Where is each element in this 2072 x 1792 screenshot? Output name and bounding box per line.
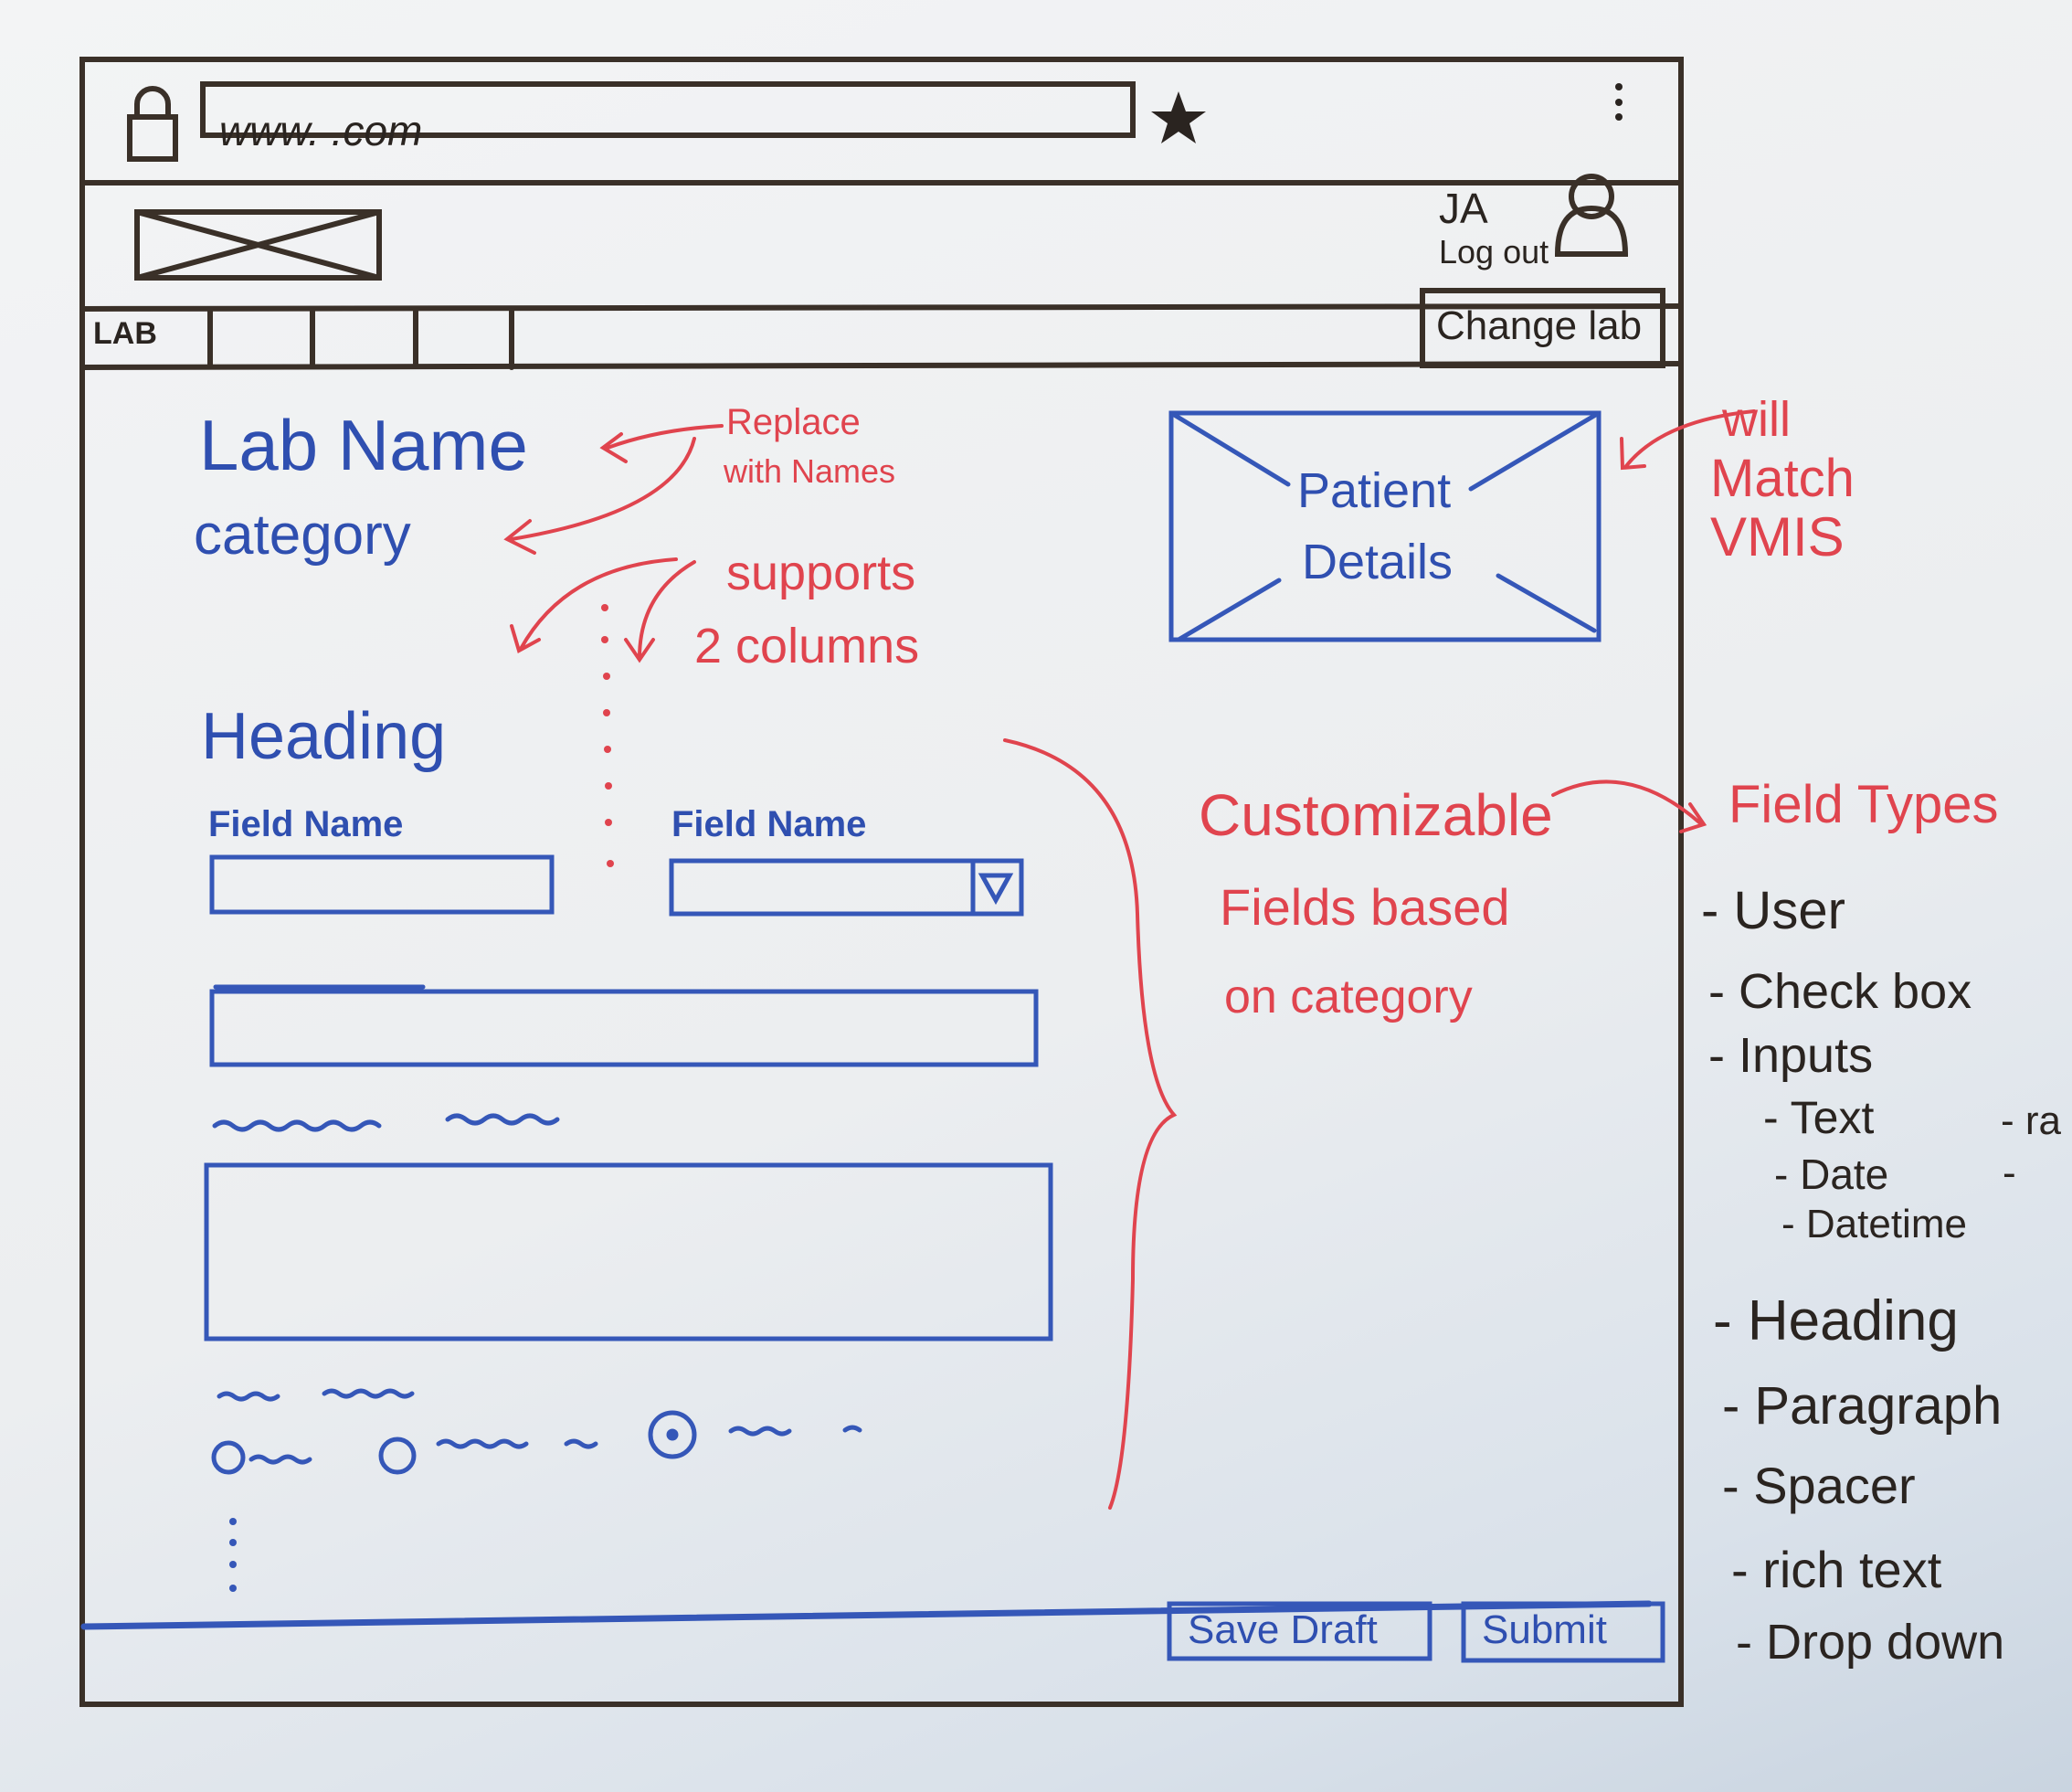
lock-icon bbox=[127, 86, 178, 162]
field-type-checkbox: - Check box bbox=[1708, 964, 1972, 1019]
note-replace-1: Replace bbox=[726, 402, 861, 442]
field-2-label: Field Name bbox=[671, 804, 867, 844]
field-1-label: Field Name bbox=[208, 804, 404, 844]
avatar-icon bbox=[1554, 174, 1629, 257]
radio-1 bbox=[211, 1440, 246, 1475]
field-type-text: - Text bbox=[1763, 1092, 1875, 1143]
note-will: will bbox=[1722, 392, 1791, 447]
tab-lab[interactable]: LAB bbox=[93, 316, 157, 351]
arrow-to-lab-name bbox=[599, 424, 724, 463]
brace bbox=[1003, 738, 1178, 1510]
radio-2 bbox=[378, 1437, 417, 1475]
note-customizable-3: on category bbox=[1224, 970, 1473, 1023]
note-customizable-2: Fields based bbox=[1220, 878, 1510, 936]
text-input-full bbox=[209, 989, 1039, 1067]
note-vmis: VMIS bbox=[1710, 506, 1845, 567]
field-type-spacer: - Spacer bbox=[1722, 1457, 1916, 1514]
save-draft-box bbox=[1167, 1601, 1432, 1661]
field-type-paragraph: - Paragraph bbox=[1722, 1376, 2003, 1436]
lab-name-title: Lab Name bbox=[199, 405, 528, 485]
text-input-1 bbox=[209, 854, 555, 915]
submit-box bbox=[1461, 1601, 1665, 1663]
arrow-to-category bbox=[503, 437, 696, 555]
change-lab-button[interactable]: Change lab bbox=[1436, 303, 1643, 348]
note-supports-2: 2 columns bbox=[694, 619, 920, 673]
field-type-extra-1: - ra bbox=[2001, 1098, 2061, 1143]
logout-link[interactable]: Log out bbox=[1439, 233, 1549, 270]
dropdown-chevron-icon bbox=[978, 873, 1014, 906]
browser-frame bbox=[79, 57, 1684, 1707]
section-heading: Heading bbox=[201, 700, 447, 773]
field-type-heading: - Heading bbox=[1713, 1289, 1959, 1352]
submit-button[interactable]: Submit bbox=[1482, 1607, 1607, 1652]
arrow-will-match bbox=[1620, 409, 1756, 471]
note-replace-2: with Names bbox=[724, 452, 896, 490]
note-customizable-1: Customizable bbox=[1199, 782, 1553, 848]
field-type-datetime: - Datetime bbox=[1781, 1202, 1967, 1246]
field-type-user: - User bbox=[1701, 881, 1845, 940]
note-supports-1: supports bbox=[726, 546, 916, 600]
kebab-menu-icon bbox=[1615, 83, 1623, 121]
patient-details-line1: Patient bbox=[1297, 463, 1452, 518]
field-type-date: - Date bbox=[1774, 1150, 1889, 1198]
textarea bbox=[204, 1162, 1053, 1341]
save-draft-button[interactable]: Save Draft bbox=[1188, 1607, 1378, 1652]
arrow-to-field-types bbox=[1551, 779, 1707, 833]
field-types-title: Field Types bbox=[1728, 775, 1999, 834]
user-initials: JA bbox=[1439, 185, 1488, 232]
patient-details-line2: Details bbox=[1302, 535, 1454, 589]
patient-details-box bbox=[1168, 410, 1602, 642]
url-bar bbox=[200, 81, 1136, 138]
change-lab-box bbox=[1420, 288, 1665, 368]
field-type-rich-text: - rich text bbox=[1731, 1541, 1942, 1598]
url-text[interactable]: www. .com bbox=[219, 107, 423, 154]
column-divider bbox=[601, 604, 614, 867]
dropdown-1 bbox=[669, 858, 1024, 917]
field-type-dropdown: - Drop down bbox=[1736, 1615, 2005, 1670]
field-type-extra-2: - bbox=[2003, 1150, 2016, 1195]
nav-divider bbox=[79, 361, 1684, 370]
arrow-supports-left bbox=[510, 557, 678, 653]
radio-3-selected bbox=[648, 1410, 697, 1459]
logo-placeholder bbox=[134, 209, 382, 281]
note-match: Match bbox=[1710, 449, 1855, 508]
header-divider bbox=[79, 303, 1684, 312]
star-icon bbox=[1151, 91, 1206, 143]
field-type-inputs: - Inputs bbox=[1708, 1028, 1874, 1083]
arrow-supports-right bbox=[624, 560, 696, 663]
category-subtitle: category bbox=[194, 504, 411, 567]
